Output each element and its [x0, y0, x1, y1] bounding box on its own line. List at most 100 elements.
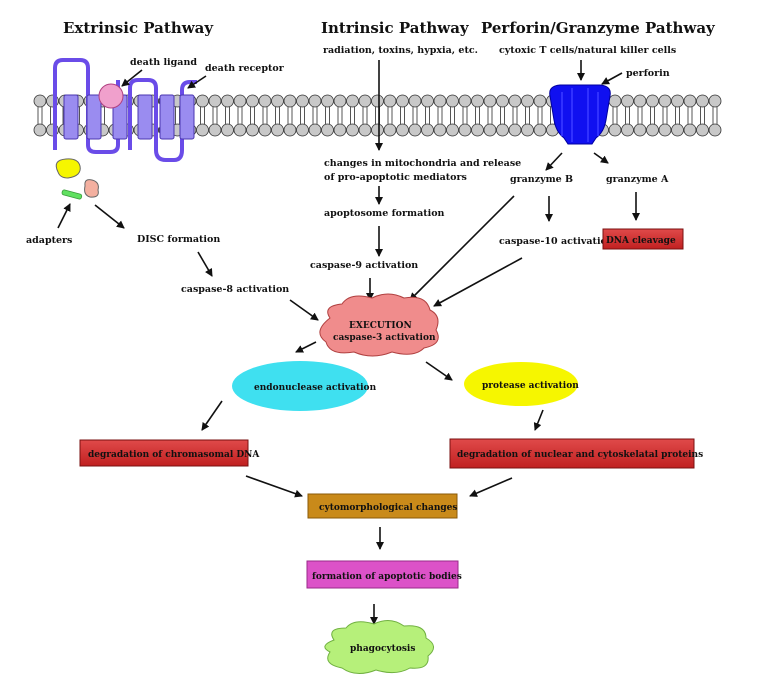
- lipid-head: [683, 94, 697, 108]
- lipid-head: [496, 94, 509, 108]
- lipid-head: [221, 123, 234, 137]
- arrow-granzyme-b-to-execution: [409, 195, 515, 301]
- lipid-head: [221, 94, 234, 108]
- disc-formation-label: DISC formation: [137, 234, 220, 245]
- lipid-head: [433, 123, 447, 137]
- lipid-head: [333, 123, 347, 137]
- lipid-head: [308, 123, 322, 137]
- lipid-head: [396, 94, 409, 108]
- lipid-head: [708, 123, 722, 137]
- lipid-head: [321, 94, 334, 108]
- deg-proteins-label: degradation of nuclear and cytoskelatal …: [457, 450, 703, 460]
- lipid-head: [358, 123, 372, 137]
- endonuclease-ellipse: [232, 361, 368, 411]
- lipid-head: [283, 94, 297, 108]
- lipid-head: [446, 123, 459, 137]
- lipid-head: [696, 123, 709, 137]
- lipid-head: [383, 123, 397, 137]
- lipid-head: [683, 123, 697, 137]
- lipid-head: [671, 94, 684, 108]
- lipid-head: [521, 123, 534, 137]
- lipid-head: [333, 94, 347, 108]
- mito-label-line2: of pro-apoptotic mediators: [324, 172, 467, 183]
- lipid-head: [296, 94, 309, 108]
- lipid-head: [321, 123, 334, 137]
- lipid-head: [508, 94, 522, 108]
- caspase3-label: caspase-3 activation: [333, 333, 436, 343]
- lipid-head: [496, 123, 509, 137]
- lipid-head: [483, 123, 497, 137]
- cytomorph-label: cytomorphological changes: [319, 503, 457, 513]
- arrow-caspase10-to-execution: [433, 257, 523, 307]
- lipid-head: [196, 123, 209, 137]
- lipid-head: [233, 94, 247, 108]
- lipid-head: [458, 94, 472, 108]
- deg-proteins-box: [449, 438, 695, 469]
- dna-cleavage-box: [602, 228, 684, 250]
- lipid-head: [246, 94, 259, 108]
- phagocytosis-cloud: [324, 620, 434, 674]
- lipid-head: [708, 94, 722, 108]
- lipid-head: [433, 94, 447, 108]
- lipid-head: [633, 123, 647, 137]
- intrinsic-header: Intrinsic Pathway: [321, 19, 470, 37]
- arrow-deg-dna-to-cytomorph: [245, 475, 303, 498]
- lipid-head: [421, 123, 434, 137]
- adapters-icon: [55, 158, 99, 200]
- cytotoxic-cells-label: cytoxic T cells/natural killer cells: [499, 45, 676, 56]
- caspase9-label: caspase-9 activation: [310, 260, 418, 271]
- lipid-head: [533, 94, 547, 108]
- perforin-pore-icon: [549, 84, 611, 145]
- apoptosome-label: apoptosome formation: [324, 208, 445, 219]
- phagocytosis-label: phagocytosis: [350, 644, 415, 654]
- intrinsic-stimuli-label: radiation, toxins, hypxia, etc.: [323, 45, 478, 56]
- lipid-head: [371, 123, 384, 137]
- endonuclease-label: endonuclease activation: [254, 383, 377, 393]
- granzyme-b-label: granzyme B: [510, 174, 573, 185]
- apoptotic-bodies-box: [306, 560, 459, 589]
- deg-dna-label: degradation of chromasomal DNA: [88, 450, 260, 460]
- lipid-head: [383, 94, 397, 108]
- protease-label: protease activation: [482, 381, 579, 391]
- arrow-death-ligand: [121, 69, 143, 87]
- cytomorph-box: [307, 493, 458, 519]
- dna-cleavage-label: DNA cleavage: [606, 236, 676, 246]
- arrow-to-caspase8: [197, 251, 213, 277]
- lipid-head: [208, 94, 222, 108]
- arrow-to-endonuclease: [295, 341, 317, 353]
- lipid-head: [283, 123, 297, 137]
- caspase8-label: caspase-8 activation: [181, 284, 289, 295]
- arrow-deg-proteins-to-cytomorph: [469, 477, 513, 497]
- lipid-head: [246, 123, 259, 137]
- lipid-head: [33, 94, 47, 108]
- lipid-head: [196, 94, 209, 108]
- lipid-head: [396, 123, 409, 137]
- lipid-head: [208, 123, 222, 137]
- lipid-head: [258, 123, 272, 137]
- arrow-to-granzyme-a: [593, 152, 609, 164]
- arrow-death-receptor: [187, 75, 207, 89]
- lipid-head: [308, 94, 322, 108]
- granzyme-a-label: granzyme A: [606, 174, 669, 185]
- execution-label: EXECUTION: [349, 321, 412, 331]
- lipid-head: [371, 94, 384, 108]
- lipid-head: [646, 123, 659, 137]
- lipid-head: [271, 94, 284, 108]
- lipid-head: [258, 94, 272, 108]
- lipid-head: [233, 123, 247, 137]
- cell-membrane: [33, 94, 722, 137]
- lipid-head: [33, 123, 47, 137]
- protease-ellipse: [464, 362, 578, 406]
- lipid-head: [346, 94, 359, 108]
- lipid-head: [696, 94, 709, 108]
- lipid-head: [408, 94, 422, 108]
- lipid-head: [658, 123, 672, 137]
- lipid-head: [608, 94, 622, 108]
- lipid-head: [608, 123, 622, 137]
- apoptotic-bodies-label: formation of apoptotic bodies: [312, 572, 462, 582]
- lipid-head: [621, 94, 634, 108]
- deg-dna-box: [79, 439, 249, 467]
- lipid-head: [421, 94, 434, 108]
- arrow-to-granzyme-b: [545, 152, 563, 171]
- arrow-to-deg-dna: [201, 400, 223, 431]
